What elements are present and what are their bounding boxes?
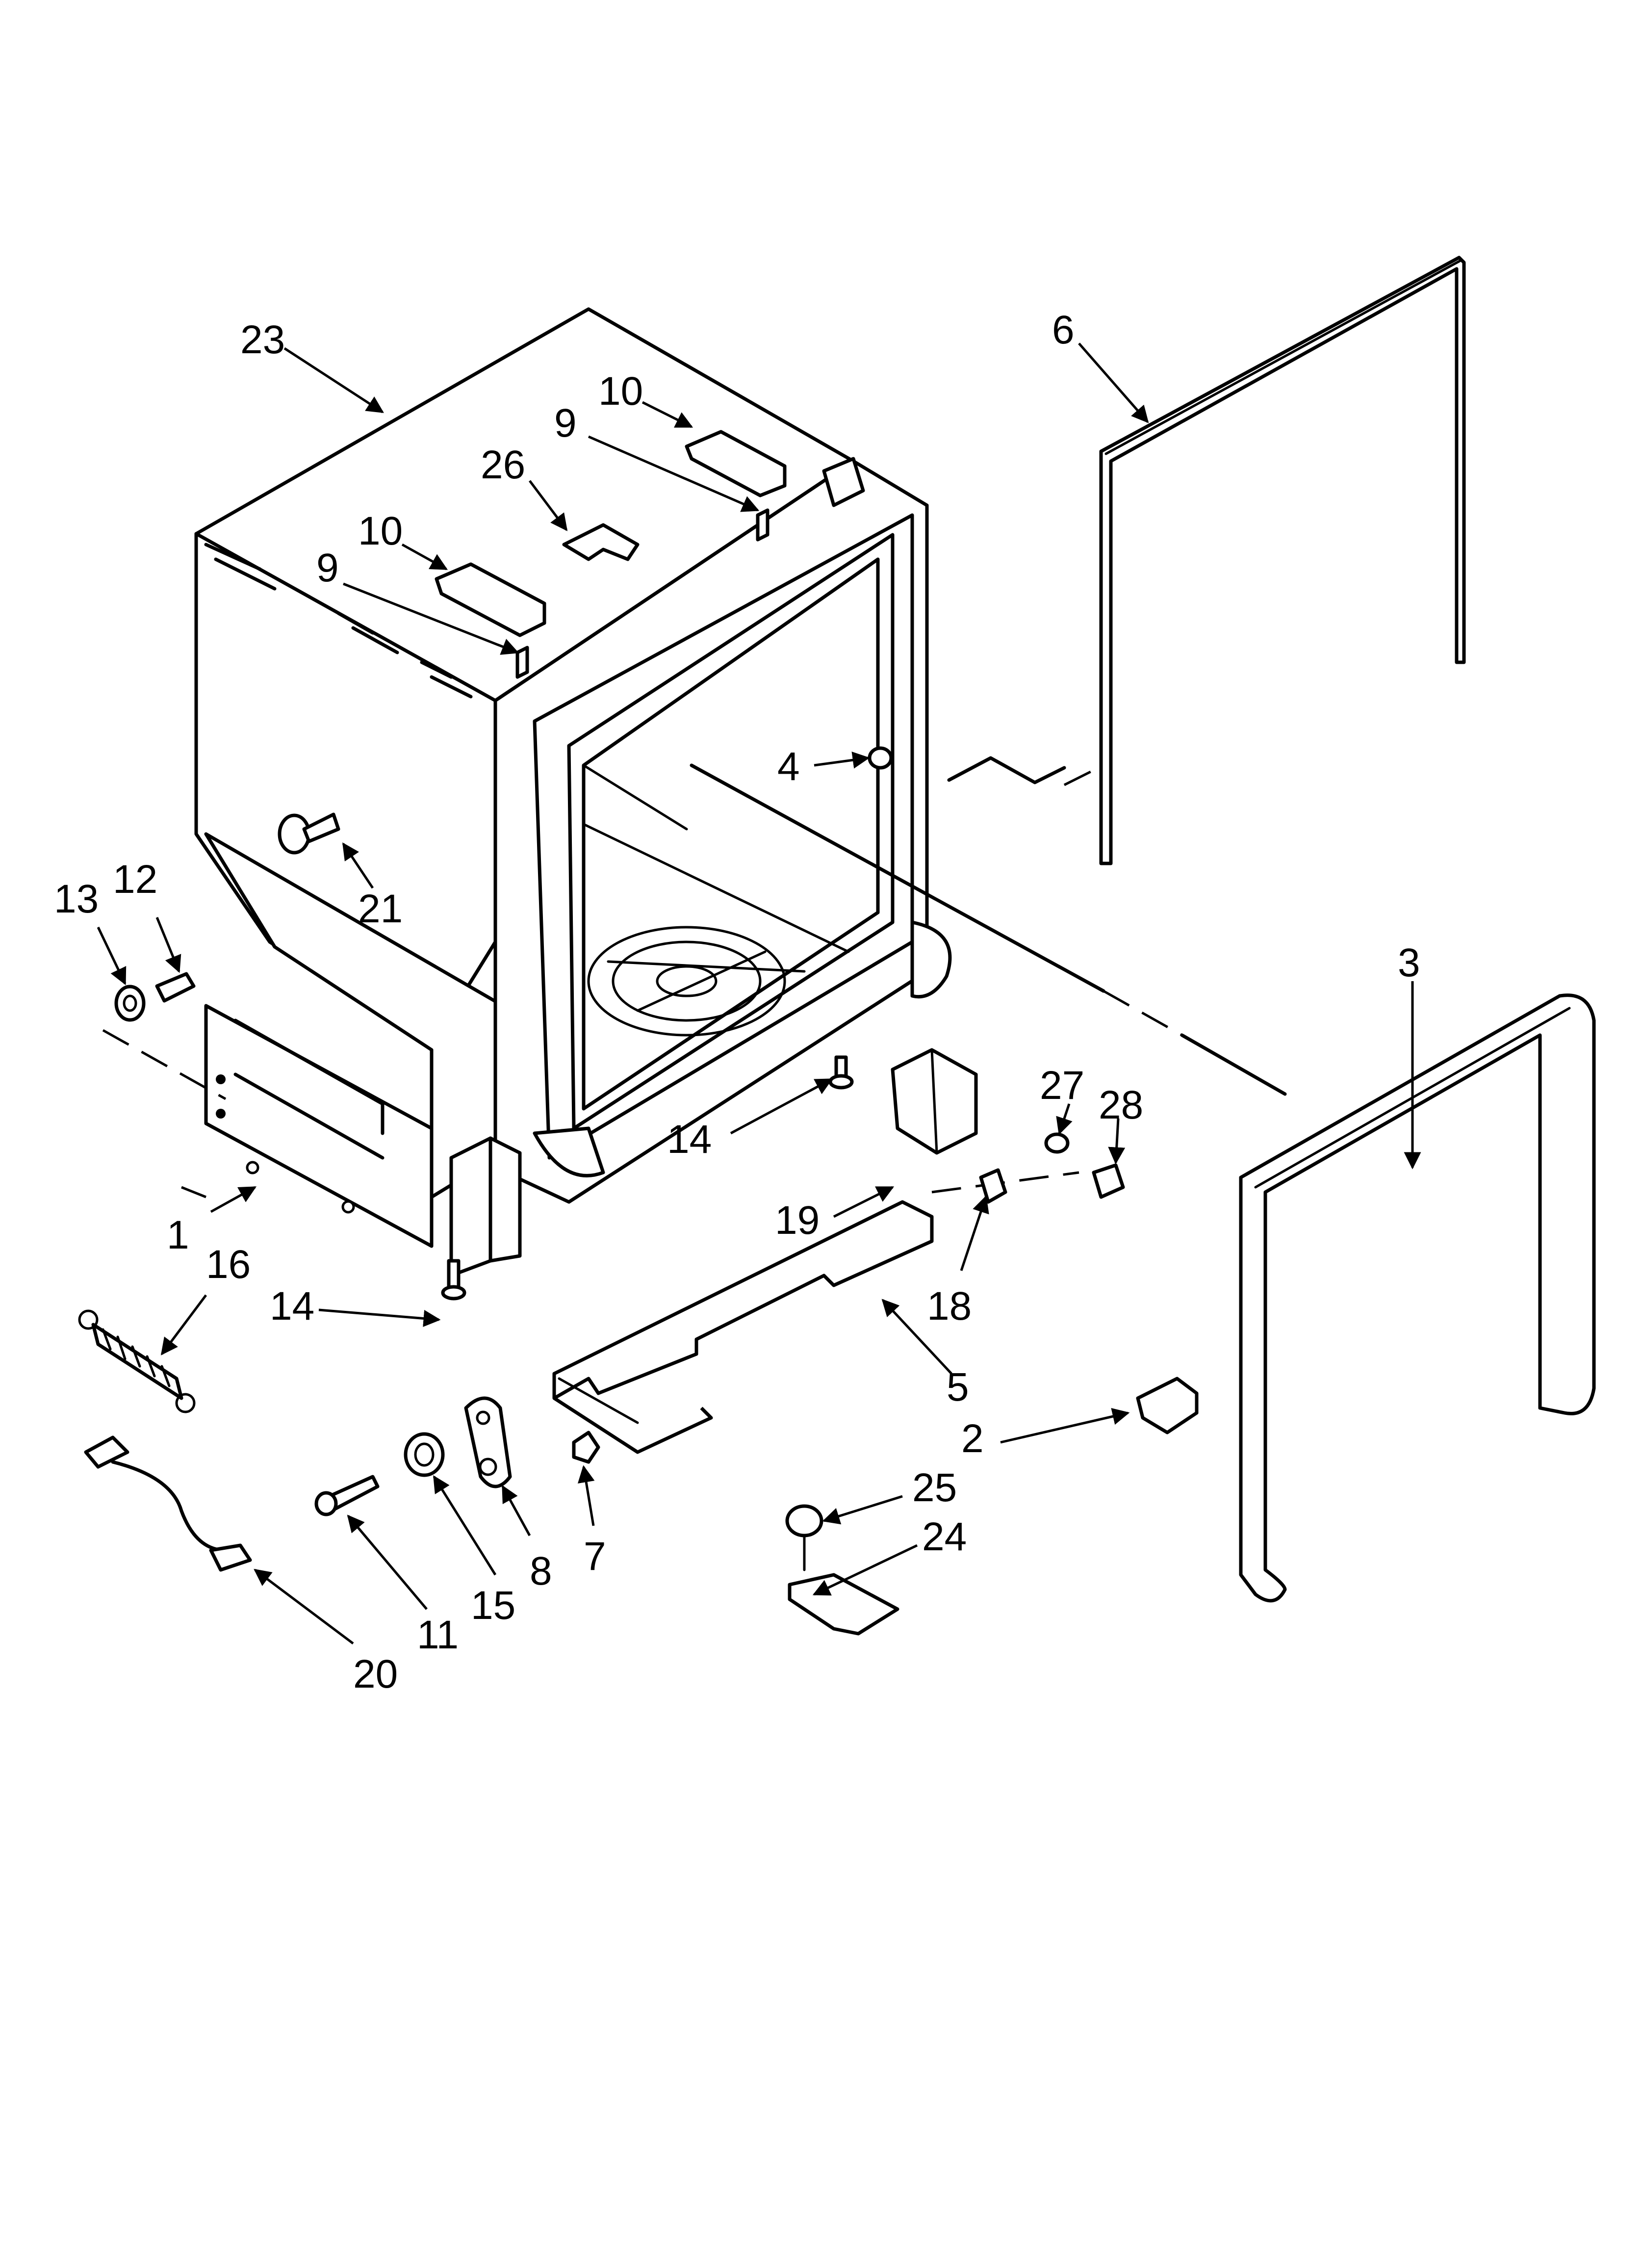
- callout-10-right: 10: [598, 369, 643, 414]
- part-3-tub-gasket: [1239, 993, 1596, 1603]
- callout-13: 13: [54, 877, 99, 921]
- callout-16: 16: [206, 1242, 251, 1287]
- callout-20: 20: [353, 1652, 398, 1696]
- part-10-bracket-left: [435, 562, 546, 637]
- leader-arrows: [97, 342, 1421, 1644]
- part-6-door-seal-strip: [1099, 256, 1466, 865]
- part-15-wheel: [404, 1432, 445, 1477]
- callout-6: 6: [1052, 308, 1075, 352]
- part-8-cam: [464, 1396, 512, 1488]
- callout-10-left: 10: [358, 509, 403, 553]
- callout-9-right: 9: [554, 401, 577, 445]
- callout-labels: 23 10 9 26 10 9 6 4 21 13 12 3 27 28 14 …: [54, 308, 1420, 1696]
- callout-7: 7: [584, 1534, 606, 1579]
- part-26-clip: [562, 523, 640, 561]
- callout-9-left: 9: [316, 546, 339, 590]
- callout-26: 26: [481, 443, 525, 487]
- part-18-screw: [979, 1168, 1007, 1204]
- part-28-screw: [1092, 1163, 1125, 1199]
- part-16-spring: [78, 1309, 196, 1413]
- part-20-wire-harness: [84, 1435, 252, 1572]
- part-9-screw-right: [756, 508, 770, 542]
- callout-11: 11: [417, 1613, 459, 1657]
- part-24-bracket: [788, 1573, 899, 1636]
- callout-25: 25: [912, 1465, 957, 1510]
- callout-19: 19: [775, 1198, 820, 1243]
- part-14-leveling-leg-rear: [828, 1055, 854, 1090]
- part-7-clip: [572, 1431, 600, 1464]
- part-4-plug: [868, 746, 893, 770]
- part-27-washer: [1044, 1132, 1070, 1154]
- part-11-bolt: [314, 1475, 380, 1516]
- callout-3: 3: [1398, 940, 1420, 985]
- alignment-lines: [102, 756, 1287, 1199]
- callout-15: 15: [471, 1583, 515, 1628]
- callout-1: 1: [167, 1213, 189, 1257]
- part-14-leveling-leg-front: [441, 1259, 466, 1301]
- callout-28: 28: [1099, 1083, 1143, 1127]
- callout-18: 18: [927, 1284, 972, 1329]
- part-2-latch: [1136, 1377, 1199, 1434]
- callout-12: 12: [113, 857, 157, 902]
- callout-4: 4: [777, 744, 800, 789]
- callout-8: 8: [530, 1549, 552, 1593]
- tub-assembly: [194, 307, 952, 1277]
- part-19-bracket: [891, 1048, 978, 1155]
- part-10-bracket-right: [685, 430, 787, 497]
- callout-2: 2: [961, 1416, 984, 1461]
- callout-5: 5: [947, 1365, 969, 1409]
- callout-24: 24: [922, 1514, 967, 1559]
- callout-21: 21: [358, 886, 403, 931]
- part-9-screw-left: [515, 646, 529, 679]
- part-21-plug: [278, 812, 340, 855]
- callout-27: 27: [1040, 1063, 1084, 1108]
- callout-14-front: 14: [270, 1284, 314, 1329]
- part-12-screw: [155, 972, 196, 1003]
- part-5-toe-plate: [552, 1200, 934, 1454]
- part-13-nut: [114, 985, 146, 1022]
- callout-14-rear: 14: [667, 1117, 712, 1162]
- part-25-float-switch: [785, 1504, 823, 1571]
- callout-23: 23: [240, 317, 285, 362]
